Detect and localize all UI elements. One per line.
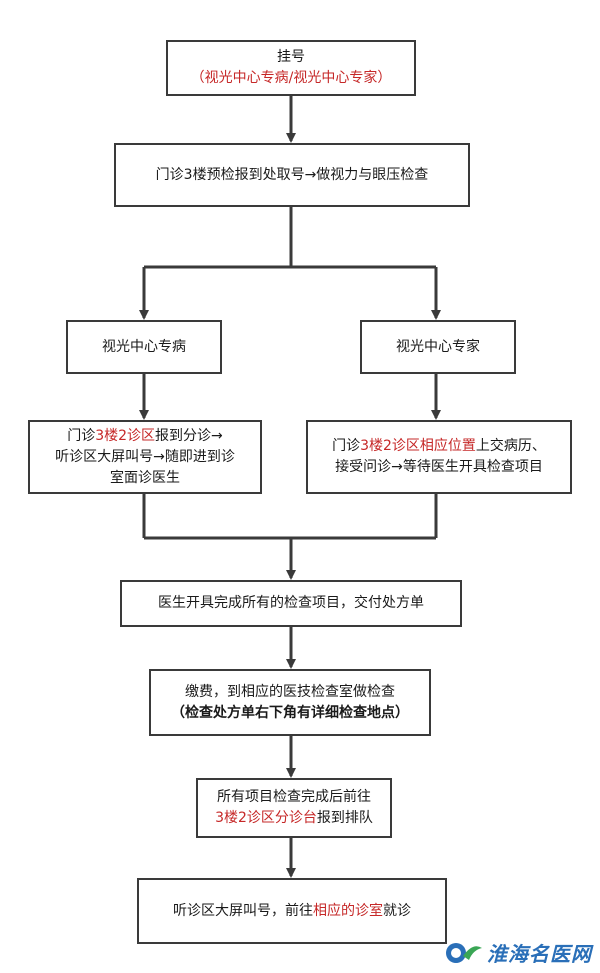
final-suffix: 就诊 <box>383 902 411 919</box>
left-detail-suffix: 报到分诊→ <box>155 427 223 444</box>
left-detail-prefix: 门诊 <box>67 427 96 444</box>
pay-line2: （检查处方单右下角有详细检查地点） <box>171 704 409 721</box>
left-detail-line1: 门诊3楼2诊区报到分诊→ <box>67 426 223 447</box>
register-subtitle: （视光中心专病/视光中心专家） <box>190 70 392 86</box>
right-detail-location: 3楼2诊区相应位置 <box>360 438 476 454</box>
right-detail-suffix: 上交病历、 <box>475 438 546 454</box>
branch-right-title: 视光中心专家 <box>396 338 480 355</box>
right-detail-line1: 门诊3楼2诊区相应位置上交病历、 <box>332 436 546 457</box>
step-precheck: 门诊3楼预检报到处取号→做视力与眼压检查 <box>114 143 470 207</box>
after-location: 3楼2诊区分诊台 <box>215 810 317 826</box>
watermark: 淮海名医网 <box>443 938 592 967</box>
step-final: 听诊区大屏叫号，前往相应的诊室就诊 <box>137 878 447 944</box>
branch-left: 视光中心专病 <box>66 320 222 374</box>
precheck-text: 门诊3楼预检报到处取号→做视力与眼压检查 <box>155 166 429 183</box>
step-register: 挂号 （视光中心专病/视光中心专家） <box>166 40 416 96</box>
watermark-text: 淮海名医网 <box>487 942 592 966</box>
branch-left-title: 视光中心专病 <box>102 338 186 355</box>
after-line1: 所有项目检查完成后前往 <box>217 789 371 805</box>
pay-line1: 缴费，到相应的医技检查室做检查 <box>185 683 395 700</box>
right-detail-line2: 接受问诊→等待医生开具检查项目 <box>335 459 543 475</box>
left-detail-location: 3楼2诊区 <box>95 427 156 444</box>
step-after: 所有项目检查完成后前往 3楼2诊区分诊台报到排队 <box>196 778 392 838</box>
final-text: 听诊区大屏叫号，前往相应的诊室就诊 <box>173 901 411 922</box>
final-prefix: 听诊区大屏叫号，前往 <box>173 902 313 919</box>
after-suffix: 报到排队 <box>316 810 373 826</box>
final-location: 相应的诊室 <box>313 902 383 919</box>
watermark-logo-icon <box>446 942 482 963</box>
left-detail: 门诊3楼2诊区报到分诊→ 听诊区大屏叫号→随即进到诊 室面诊医生 <box>28 420 262 494</box>
step-pay: 缴费，到相应的医技检查室做检查 （检查处方单右下角有详细检查地点） <box>149 669 431 736</box>
left-detail-line3: 室面诊医生 <box>110 469 180 486</box>
doctor-text: 医生开具完成所有的检查项目，交付处方单 <box>158 595 424 611</box>
left-detail-line2: 听诊区大屏叫号→随即进到诊 <box>55 448 235 465</box>
branch-right: 视光中心专家 <box>360 320 516 374</box>
after-line2: 3楼2诊区分诊台报到排队 <box>215 808 373 829</box>
register-title: 挂号 <box>277 49 305 65</box>
right-detail-prefix: 门诊 <box>332 438 361 454</box>
right-detail: 门诊3楼2诊区相应位置上交病历、 接受问诊→等待医生开具检查项目 <box>306 420 572 494</box>
step-doctor: 医生开具完成所有的检查项目，交付处方单 <box>120 580 462 627</box>
